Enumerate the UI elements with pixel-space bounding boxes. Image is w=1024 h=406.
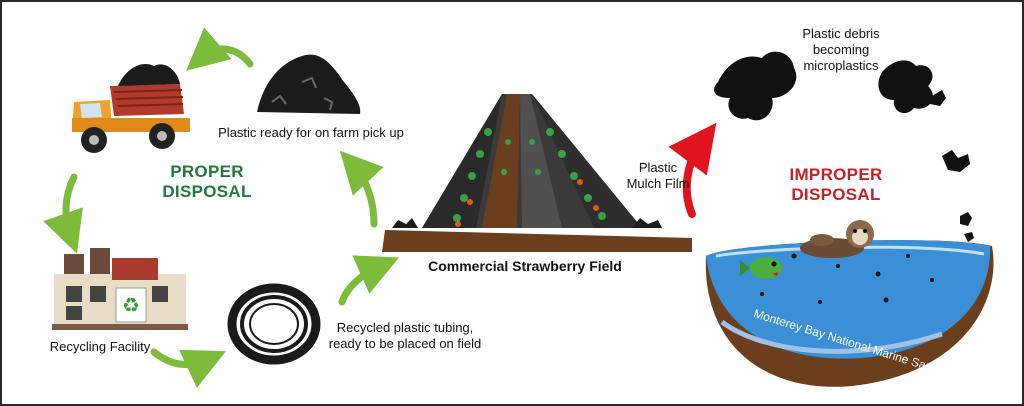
proper-heading-line2: DISPOSAL: [162, 182, 252, 201]
arrow-to-truck: [186, 27, 254, 71]
debris-label: Plastic debris becoming microplastics: [786, 26, 896, 74]
debris-label-line3: microplastics: [803, 58, 879, 73]
svg-text:♻: ♻: [122, 293, 140, 317]
plastic-ready-label: Plastic ready for on farm pick up: [218, 125, 404, 140]
arrow-to-tubing: [150, 348, 227, 388]
proper-heading-line1: PROPER: [170, 162, 244, 181]
fish-icon: [740, 257, 782, 279]
tubing-coil-icon: [227, 283, 321, 365]
arrow-to-facility: [43, 173, 83, 254]
mulch-film-label: Plastic Mulch Film: [618, 160, 698, 192]
improper-disposal-heading: IMPROPER DISPOSAL: [776, 165, 896, 205]
proper-disposal-heading: PROPER DISPOSAL: [152, 162, 262, 202]
recycling-facility-icon: ♻: [52, 248, 188, 330]
plastic-debris-icon: [714, 51, 974, 304]
mulch-label-line2: Mulch Film: [626, 176, 690, 191]
plastic-pile-icon: [257, 54, 361, 114]
arrow-to-ocean: [668, 122, 717, 218]
dump-truck-icon: [72, 64, 190, 153]
cycle-arrows: [43, 27, 400, 388]
recycling-facility-label: Recycling Facility: [49, 339, 151, 354]
arrow-to-field: [338, 255, 400, 306]
debris-label-line2: becoming: [812, 42, 870, 57]
strawberry-field-icon: [382, 94, 692, 252]
debris-label-line1: Plastic debris: [802, 26, 880, 41]
tubing-label-line2: ready to be placed on field: [328, 336, 482, 351]
field-label: Commercial Strawberry Field: [428, 258, 622, 274]
tubing-label: Recycled plastic tubing, ready to be pla…: [320, 320, 490, 352]
arrow-to-pile: [339, 150, 384, 228]
improper-heading-line2: DISPOSAL: [791, 185, 881, 204]
sea-otter-icon: [800, 220, 874, 258]
tubing-label-line1: Recycled plastic tubing,: [336, 320, 474, 335]
improper-heading-line1: IMPROPER: [789, 165, 883, 184]
mulch-label-line1: Plastic: [638, 160, 678, 175]
